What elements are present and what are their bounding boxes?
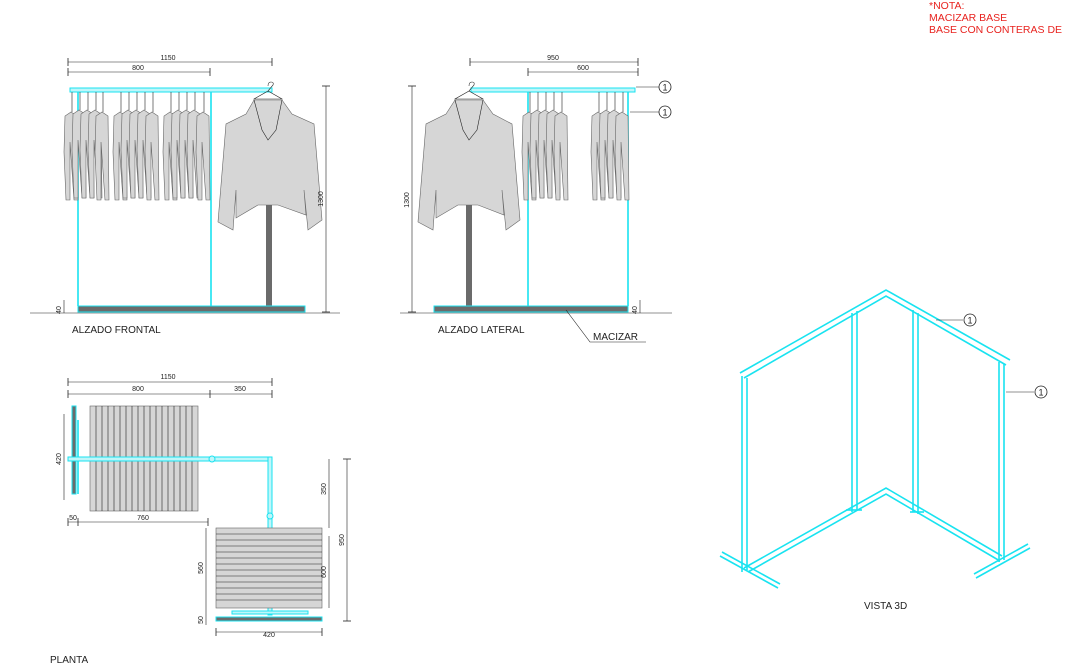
side-sweater xyxy=(417,81,521,231)
front-base-plate xyxy=(77,305,306,313)
dim-plan-total: 1150 xyxy=(160,374,175,381)
iso-callout-top xyxy=(963,313,977,327)
dim-front-rail: 800 xyxy=(132,65,144,72)
front-sweater xyxy=(217,81,323,231)
dim-side-base: 40 xyxy=(632,306,639,314)
plan-view-label: PLANTA xyxy=(50,655,88,666)
plan-view: 1150 800 350 xyxy=(50,374,351,666)
dim-plan-right-mid: 560 xyxy=(198,562,205,574)
front-top-rail xyxy=(69,87,273,93)
dim-plan-inner-left: 760 xyxy=(137,515,149,522)
dim-plan-right-bottom: 50 xyxy=(198,616,205,624)
front-view-label: ALZADO FRONTAL xyxy=(72,325,161,336)
dim-plan-right-total: 950 xyxy=(339,534,346,546)
dim-plan-right: 350 xyxy=(234,386,246,393)
side-mannequin-stand xyxy=(466,200,472,306)
dim-plan-depth-left: 420 xyxy=(56,453,63,465)
dim-front-base: 40 xyxy=(56,306,63,314)
dim-plan-left: 800 xyxy=(132,386,144,393)
iso-callout-top-number: 1 xyxy=(967,316,972,326)
plan-bottom-base xyxy=(215,616,323,622)
note-line-1: *NOTA: xyxy=(929,0,965,12)
dim-front-height: 1300 xyxy=(318,191,325,207)
dim-front-total: 1150 xyxy=(160,55,175,62)
iso-callout-side xyxy=(1034,385,1048,399)
side-callout-mid xyxy=(658,105,672,119)
plan-right-garments xyxy=(215,527,323,609)
iso-callout-side-number: 1 xyxy=(1038,388,1043,398)
side-elevation: 950 600 1 1 1300 40 xyxy=(400,55,672,343)
side-callout-mid-number: 1 xyxy=(662,108,667,118)
side-callout-top-number: 1 xyxy=(662,83,667,93)
dim-side-total: 950 xyxy=(547,55,559,62)
dim-plan-offset-left: 50 xyxy=(69,515,77,522)
plan-left-base xyxy=(71,405,77,495)
design-note: *NOTA: MACIZAR BASE BASE CON CONTERAS DE xyxy=(929,0,1062,36)
iso-view-label: VISTA 3D xyxy=(864,601,907,612)
iso-foot-right xyxy=(973,543,1029,575)
note-line-2: MACIZAR BASE xyxy=(929,12,1008,24)
side-shirts xyxy=(521,92,630,201)
iso-foot-left xyxy=(719,555,779,589)
plan-rail-horizontal xyxy=(67,456,273,462)
side-view-label: ALZADO LATERAL xyxy=(438,325,525,336)
dim-plan-right-top: 350 xyxy=(321,483,328,495)
iso-top-rail xyxy=(739,289,1011,374)
dim-plan-right-inner: 600 xyxy=(321,566,328,578)
macizar-callout: MACIZAR xyxy=(593,332,638,343)
front-elevation: 1150 800 1300 xyxy=(30,55,340,336)
side-callout-top xyxy=(658,80,672,94)
dim-side-height: 1300 xyxy=(404,192,411,208)
front-mannequin-stand xyxy=(266,200,272,306)
iso-bottom-rail xyxy=(743,487,1003,569)
front-shirts xyxy=(63,92,211,201)
dim-plan-bottom-width: 420 xyxy=(263,632,275,639)
note-line-3: BASE CON CONTERAS DE xyxy=(929,24,1063,36)
iso-view: 1 1 VISTA 3D xyxy=(719,289,1048,612)
dim-side-rail: 600 xyxy=(577,65,589,72)
side-top-rail xyxy=(470,87,636,93)
side-base-plate xyxy=(433,305,629,313)
